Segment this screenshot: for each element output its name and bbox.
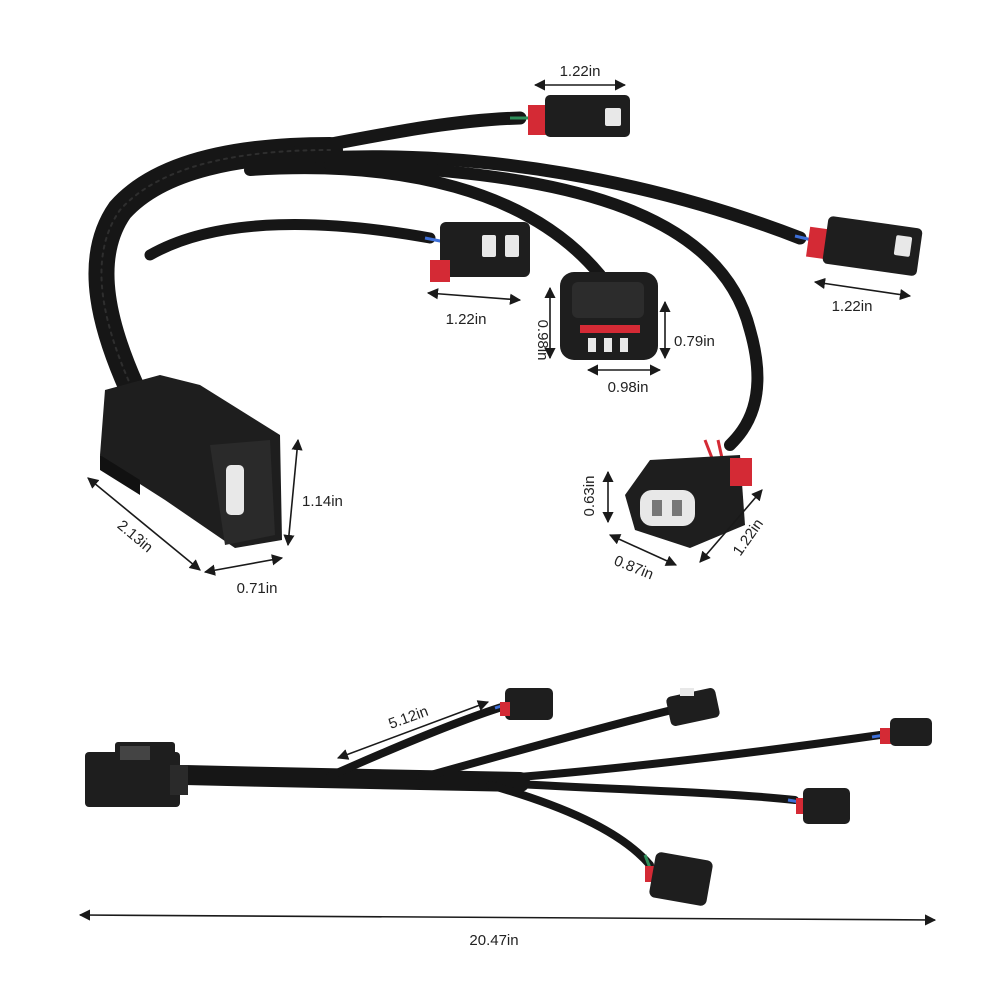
dim-branch-length: 5.12in [386, 703, 430, 733]
harness-trunk [88, 137, 343, 408]
branch-center [244, 162, 606, 281]
bottom-main-connector [85, 742, 188, 807]
bottom-branch-2 [416, 706, 676, 782]
dim-main-connector-height: 1.14in [302, 493, 343, 510]
dim-right-connector-width: 1.22in [832, 298, 873, 315]
branch-right [313, 150, 807, 245]
top-harness [88, 95, 923, 548]
dim-bottom-connector-width: 0.87in [612, 552, 656, 583]
bottom-branch-4 [496, 779, 799, 804]
top-dimensions: 1.22in 1.22in 1.22in 0.98in 0.79in 0.98i… [87, 63, 912, 597]
connector-center [560, 272, 658, 360]
dim-bottom-connector-height: 0.63in [581, 476, 598, 517]
bottom-branch-3 [476, 731, 884, 784]
branch-bottom [324, 159, 764, 451]
connector-right [794, 216, 923, 276]
bottom-dimensions: 5.12in 20.47in [78, 700, 937, 949]
branch-top [293, 111, 527, 157]
bottom-connector-2 [666, 688, 720, 726]
dim-center-connector-height-right: 0.79in [674, 333, 715, 350]
dim-total-length: 20.47in [469, 932, 518, 949]
dim-top-connector-width: 1.22in [560, 63, 601, 80]
connector-bottom [625, 439, 752, 548]
dim-left-connector-width: 1.22in [446, 311, 487, 328]
bottom-branch-5 [486, 781, 654, 869]
dim-main-connector-width: 0.71in [237, 580, 278, 597]
dim-center-connector-height-left: 0.98in [534, 320, 551, 361]
dim-center-connector-width: 0.98in [608, 379, 649, 396]
bottom-connector-5 [643, 852, 713, 906]
connector-top [510, 95, 630, 137]
main-connector [100, 375, 282, 548]
bottom-connector-4 [787, 788, 850, 824]
bottom-trunk [175, 765, 530, 792]
bottom-connector-1 [494, 688, 553, 720]
dim-main-connector-length: 2.13in [114, 517, 156, 556]
connector-left [424, 222, 530, 282]
bottom-connector-3 [871, 718, 932, 746]
bottom-harness [85, 688, 932, 906]
branch-left [144, 219, 436, 261]
